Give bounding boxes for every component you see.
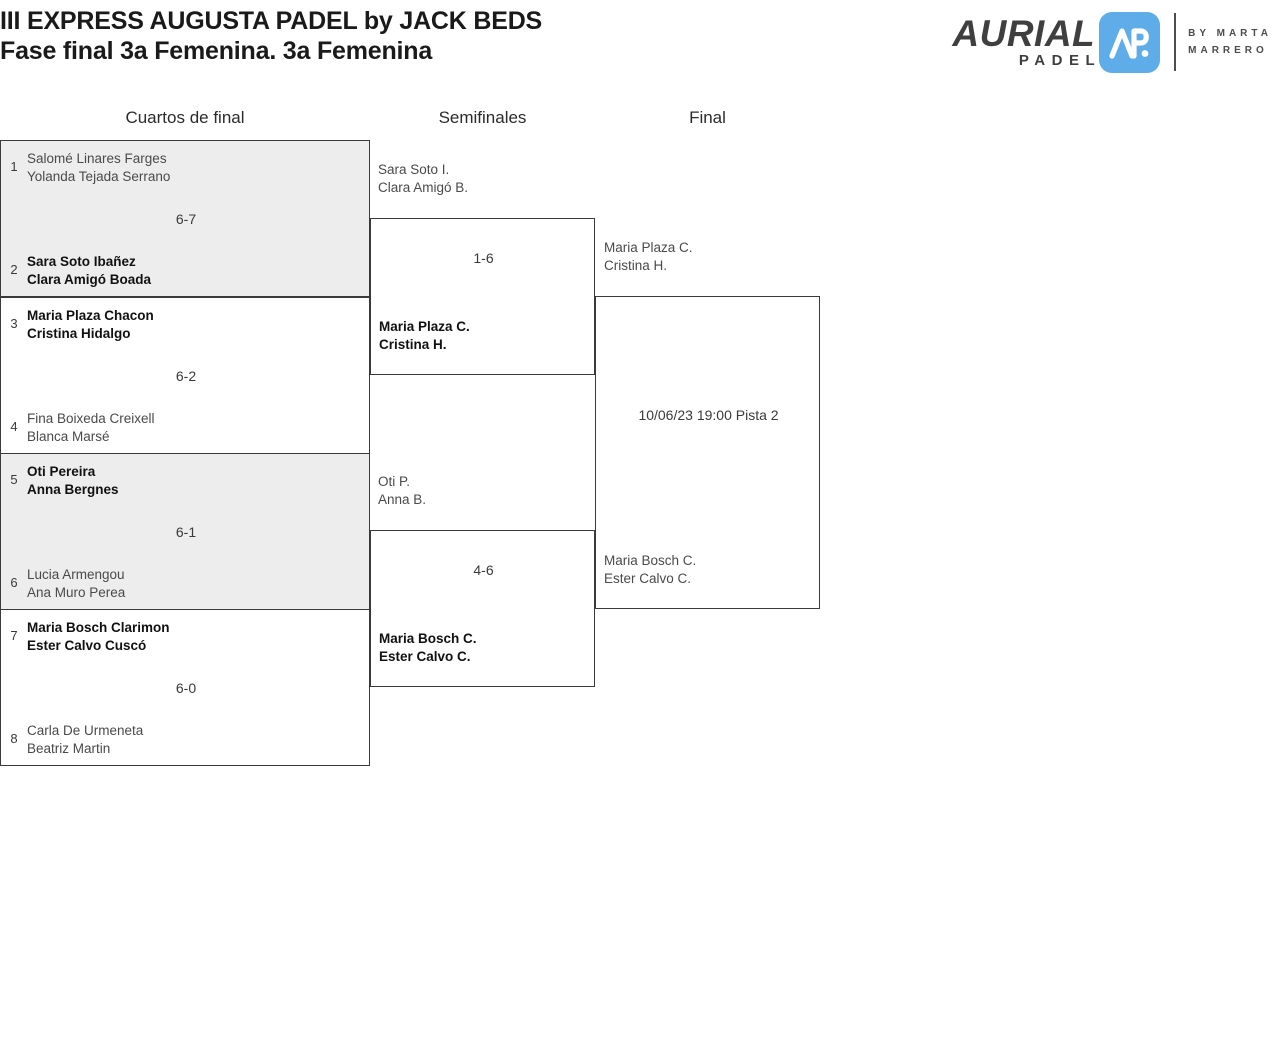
player-name: Yolanda Tejada Serrano [27,169,171,184]
player-name: Ester Calvo Cuscó [27,638,147,653]
match-score: 6-1 [175,524,197,540]
match-box[interactable]: 10/06/23 19:00 Pista 2 Maria Bosch C. Es… [595,296,820,609]
match-box[interactable]: 5 Oti Pereira Anna Bergnes 6-1 6 Lucia A… [0,453,370,610]
seed-number: 1 [10,159,18,174]
logo-divider [1174,13,1177,71]
page-title: III EXPRESS AUGUSTA PADEL by JACK BEDS F… [0,6,860,66]
player-name: Oti Pereira [27,464,96,479]
team-name: Oti P. Anna B. [378,473,426,509]
player-name: Lucia Armengou [27,567,125,582]
player-name: Salomé Linares Farges [27,151,167,166]
logo-byline-line2: MARRERO [1188,45,1268,56]
logo-wordmark: AURIAL PADEL [952,12,1096,69]
team-name: Oti Pereira Anna Bergnes [27,463,119,499]
player-name: Carla De Urmeneta [27,723,144,738]
team-name: Salomé Linares Farges Yolanda Tejada Ser… [27,150,170,186]
tournament-name: III EXPRESS AUGUSTA PADEL by JACK BEDS [0,7,543,35]
team-name: Maria Bosch C. Ester Calvo C. [379,630,477,666]
team-name: Fina Boixeda Creixell Blanca Marsé [27,410,155,446]
logo-aurial-text: AURIAL [952,12,1096,54]
logo-padel-text: PADEL [1018,51,1102,69]
match-score: 6-2 [175,368,197,384]
logo-byline: BY MARTA MARRERO [1188,25,1272,59]
match-score: 6-0 [175,680,197,696]
match-score: 4-6 [473,562,494,578]
player-name: Ana Muro Perea [27,585,126,600]
match-box[interactable]: 4-6 Maria Bosch C. Ester Calvo C. [370,530,595,687]
logo-byline-line1: BY MARTA [1188,28,1272,39]
player-name: Ester Calvo C. [379,649,471,664]
player-name: Anna Bergnes [27,482,119,497]
match-box[interactable]: 7 Maria Bosch Clarimon Ester Calvo Cuscó… [0,609,370,766]
seed-number: 4 [10,419,18,434]
team-name: Maria Bosch C. Ester Calvo C. [604,552,696,588]
team-name: Sara Soto Ibañez Clara Amigó Boada [27,253,151,289]
player-name: Cristina H. [379,337,447,352]
match-schedule: 10/06/23 19:00 Pista 2 [638,407,779,423]
ap-monogram-icon [1099,11,1161,73]
seed-number: 6 [10,575,18,590]
team-name: Lucia Armengou Ana Muro Perea [27,566,125,602]
seed-number: 8 [10,731,18,746]
match-box[interactable]: 3 Maria Plaza Chacon Cristina Hidalgo 6-… [0,297,370,454]
team-name: Maria Plaza C. Cristina H. [379,318,470,354]
player-name: Maria Plaza C. [604,240,693,255]
player-name: Maria Bosch C. [604,553,697,568]
team-name: Maria Plaza Chacon Cristina Hidalgo [27,307,154,343]
match-box[interactable]: 1 Salomé Linares Farges Yolanda Tejada S… [0,140,370,297]
round-header-semifinals: Semifinales [438,108,527,127]
player-name: Maria Plaza Chacon [27,308,154,323]
player-name: Oti P. [378,474,411,489]
round-header-quarterfinals: Cuartos de final [125,108,245,127]
seed-number: 5 [10,472,18,487]
tournament-phase: Fase final 3a Femenina. 3a Femenina [0,37,433,65]
seed-number: 7 [10,628,18,643]
player-name: Blanca Marsé [27,429,110,444]
player-name: Sara Soto Ibañez [27,254,136,269]
round-header-final: Final [689,108,726,127]
player-name: Maria Bosch Clarimon [27,620,170,635]
match-score: 1-6 [473,250,494,266]
player-name: Clara Amigó B. [378,180,469,195]
player-name: Clara Amigó Boada [27,272,152,287]
player-name: Maria Plaza C. [379,319,470,334]
player-name: Sara Soto I. [378,162,450,177]
team-name: Carla De Urmeneta Beatriz Martin [27,722,143,758]
player-name: Beatriz Martin [27,741,111,756]
brand-logo: AURIAL PADEL BY MARTA MARRERO [952,8,1272,76]
team-name: Maria Plaza C. Cristina H. [604,239,693,275]
match-score: 6-7 [175,211,197,227]
player-name: Cristina H. [604,258,668,273]
team-name: Maria Bosch Clarimon Ester Calvo Cuscó [27,619,170,655]
seed-number: 2 [10,262,18,277]
player-name: Fina Boixeda Creixell [27,411,155,426]
player-name: Maria Bosch C. [379,631,477,646]
match-box[interactable]: 1-6 Maria Plaza C. Cristina H. [370,218,595,375]
player-name: Anna B. [378,492,427,507]
player-name: Cristina Hidalgo [27,326,131,341]
seed-number: 3 [10,316,18,331]
team-name: Sara Soto I. Clara Amigó B. [378,161,468,197]
player-name: Ester Calvo C. [604,571,692,586]
